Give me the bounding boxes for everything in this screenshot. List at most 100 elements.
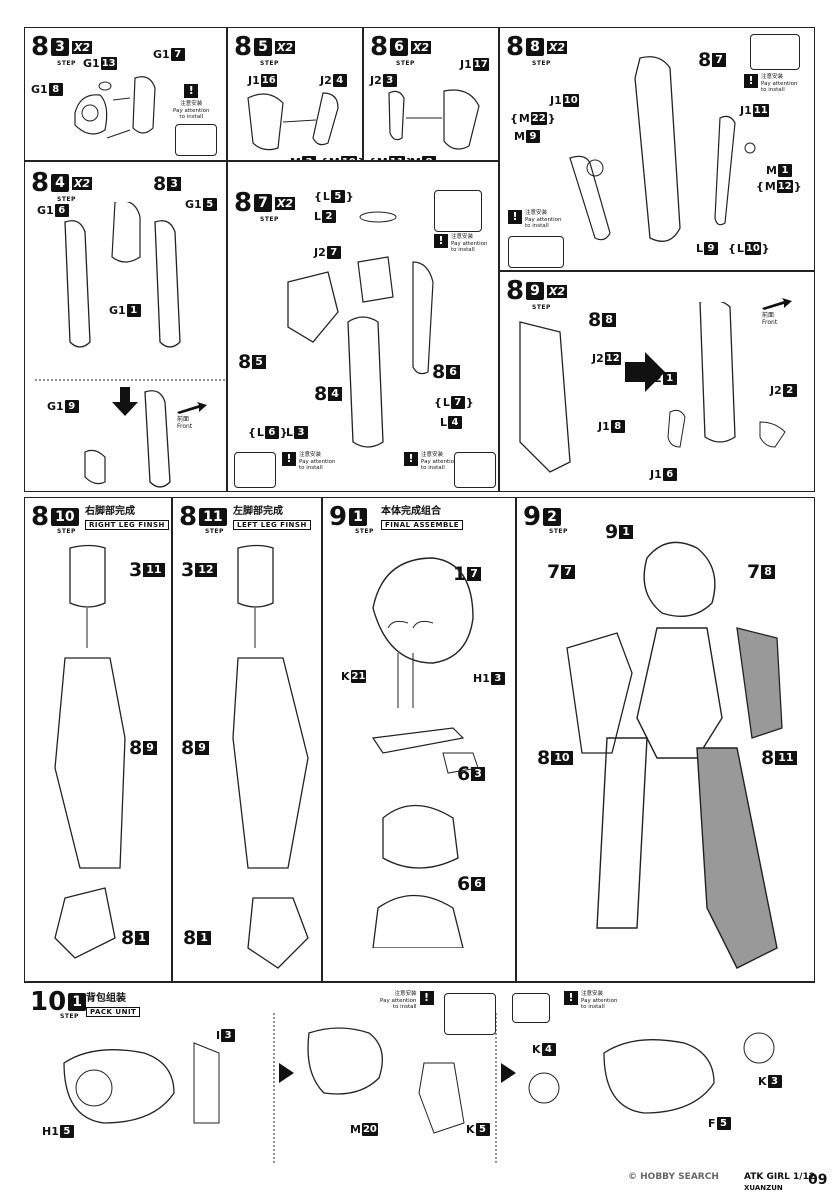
front-arrow-icon [177, 402, 207, 414]
watermark: © HOBBY SEARCH [628, 1172, 719, 1182]
part-code: G1 [31, 83, 48, 96]
warning-icon: ! [744, 74, 758, 88]
title-en: FINAL ASSEMBLE [381, 520, 464, 530]
detail-box [512, 993, 550, 1023]
step-sub: 5 [254, 38, 272, 56]
step-multiplier: X2 [546, 284, 567, 298]
step-header: 8 6 X2 [370, 34, 431, 60]
step-header: 8 10 [31, 504, 79, 530]
step-label: STEP [205, 528, 224, 535]
step-sub: 2 [543, 508, 561, 526]
step-label: STEP [549, 528, 568, 535]
detail-box [234, 452, 276, 488]
step-number: 8 [506, 32, 525, 62]
warning-icon: ! [434, 234, 448, 248]
assembly-drawing [566, 541, 783, 969]
front-label-en: Front [177, 423, 193, 430]
product-subtitle: XUANZUN [744, 1184, 783, 1192]
step-label: STEP [396, 60, 415, 67]
title-cn: 背包组装 [86, 993, 126, 1004]
part-label: M3 [290, 156, 316, 160]
step-label: STEP [57, 60, 76, 67]
step-multiplier: X2 [410, 40, 431, 54]
step-header: 8 3 X2 [31, 34, 92, 60]
front-label-en: Front [762, 319, 778, 326]
warning-icon: ! [419, 991, 434, 1005]
part-number: 13 [100, 57, 117, 70]
assembly-drawing [63, 1013, 775, 1163]
assembly-drawing [54, 544, 126, 959]
step-multiplier: X2 [71, 176, 92, 190]
assembly-drawing [35, 202, 225, 488]
step-sub: 8 [526, 38, 544, 56]
step-sub: 7 [254, 194, 272, 212]
detail-box [508, 236, 564, 268]
assembly-drawing [287, 211, 434, 448]
detail-box [750, 34, 800, 70]
title-en: RIGHT LEG FINSH [85, 520, 169, 530]
step-header: 9 2 [523, 504, 561, 530]
step-multiplier: X2 [71, 40, 92, 54]
warning-icon: ! [404, 452, 418, 466]
page-number: 09 [808, 1172, 828, 1188]
detail-box [444, 993, 496, 1035]
title-cn: 本体完成组合 [381, 506, 441, 517]
step-number: 8 [179, 502, 198, 532]
assembly-drawing [519, 302, 786, 473]
warning-icon: ! [564, 991, 578, 1005]
section-title: 右脚部完成 RIGHT LEG FINSH [85, 502, 169, 530]
step-sub: 1 [349, 508, 367, 526]
part-code: G1 [153, 48, 170, 61]
title-cn: 左脚部完成 [233, 506, 283, 517]
step-header: 8 7 X2 [234, 190, 295, 216]
title-cn: 右脚部完成 [85, 506, 135, 517]
assembly-drawing [371, 557, 479, 948]
step-multiplier: X2 [274, 196, 295, 210]
part-number: 8 [48, 83, 63, 96]
